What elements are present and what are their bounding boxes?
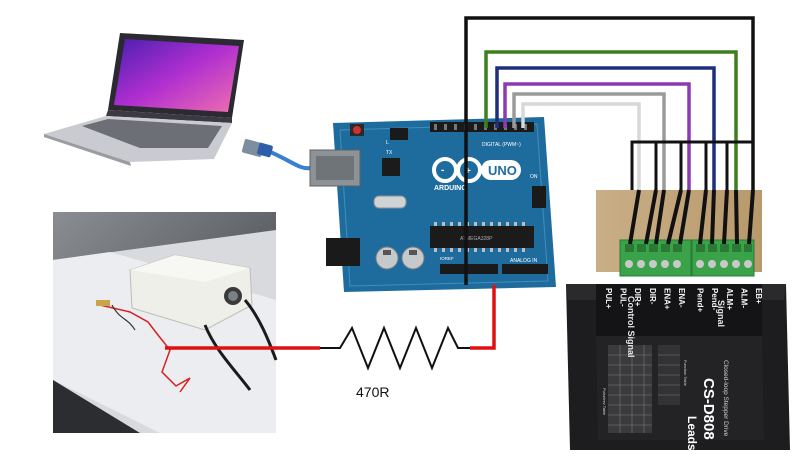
- arduino-uno-board: DIGITAL (PWM~) ANALOG IN IOREF L TX RX O…: [309, 117, 556, 292]
- resistor-symbol-icon: [320, 325, 470, 371]
- function-table-title: Function Table: [683, 360, 688, 387]
- pulse-rev-table: [608, 345, 680, 433]
- group-label-signal: Signal: [716, 300, 726, 327]
- led-l-label: L: [386, 140, 389, 146]
- laptop: [44, 33, 244, 166]
- wire-green: [484, 50, 738, 190]
- power-header: [440, 264, 498, 274]
- terminal-label-pulminus: PUL-: [619, 288, 628, 307]
- terminal-label-almminus: ALM-: [739, 288, 748, 308]
- analog-header-label: ANALOG IN: [510, 258, 538, 264]
- terminal-label-enaminus: ENA-: [677, 288, 686, 308]
- crystal: [373, 195, 407, 209]
- board-name: UNO: [488, 163, 517, 178]
- capacitors: [375, 246, 425, 270]
- resistor-circuit: [165, 285, 496, 371]
- wire-red-right: [470, 285, 496, 350]
- dc-jack: [326, 238, 360, 266]
- terminal-label-enaplus: ENA+: [662, 288, 671, 310]
- group-label-control: Control Signal: [626, 296, 636, 358]
- driver-model: CS-D808: [700, 378, 717, 440]
- signal-wires: [464, 16, 755, 285]
- terminal-label-pendminus: Pend-: [710, 288, 719, 311]
- driver-text: PUL+ PUL- DIR+ DIR- ENA+ ENA- Pend+ Pend- ALM+ AL…: [602, 288, 763, 466]
- terminal-label-pulplus: PUL+: [604, 288, 613, 309]
- digital-header: [430, 122, 534, 132]
- terminal-label-dirplus: DIR+: [633, 288, 642, 307]
- chip-label: ATMEGA328P: [460, 236, 493, 242]
- digital-header-label: DIGITAL (PWM~): [482, 142, 521, 148]
- wire-purple: [503, 82, 691, 190]
- arduino-brand: ARDUINO: [434, 185, 467, 192]
- laptop-keyboard: [82, 119, 222, 148]
- terminal-label-almplus: ALM+: [725, 288, 734, 310]
- wire-black-outer: [464, 16, 755, 285]
- resistor-label: 470R: [356, 384, 389, 400]
- ioref-label: IOREF: [440, 256, 454, 261]
- terminal-label-ebplus: EB+: [754, 288, 763, 304]
- laptop-screen: [114, 39, 239, 112]
- stepper-driver-photo: [566, 190, 790, 450]
- projector-photo: [53, 212, 278, 433]
- terminal-label-dirminus: DIR-: [648, 288, 657, 305]
- on-label: ON: [530, 174, 538, 180]
- svg-text:-: -: [441, 165, 444, 176]
- usb-cable: [241, 139, 311, 171]
- wire-black-ground: [630, 140, 752, 190]
- driver-subtitle: Closed-loop Stepper Drive: [722, 360, 729, 437]
- icsp-header: [532, 186, 546, 208]
- terminal-labels: PUL+ PUL- DIR+ DIR- ENA+ ENA- Pend+ Pend- ALM+ AL…: [604, 288, 763, 313]
- usb-chip: [382, 158, 400, 176]
- wire-light: [521, 102, 641, 190]
- svg-text:+: +: [465, 166, 471, 177]
- pulse-table-title: Pulse/rev Table: [602, 388, 607, 416]
- wire-navy: [495, 66, 716, 190]
- led-tx-label: TX: [386, 150, 393, 156]
- driver-brand: Leadshine: [685, 416, 699, 461]
- terminal-label-pendplus: Pend+: [696, 288, 705, 313]
- analog-header: [502, 264, 548, 274]
- atmega-chip: [430, 226, 534, 248]
- arduino-infinity-logo-icon: - +: [432, 157, 482, 183]
- uno-badge: [481, 160, 521, 180]
